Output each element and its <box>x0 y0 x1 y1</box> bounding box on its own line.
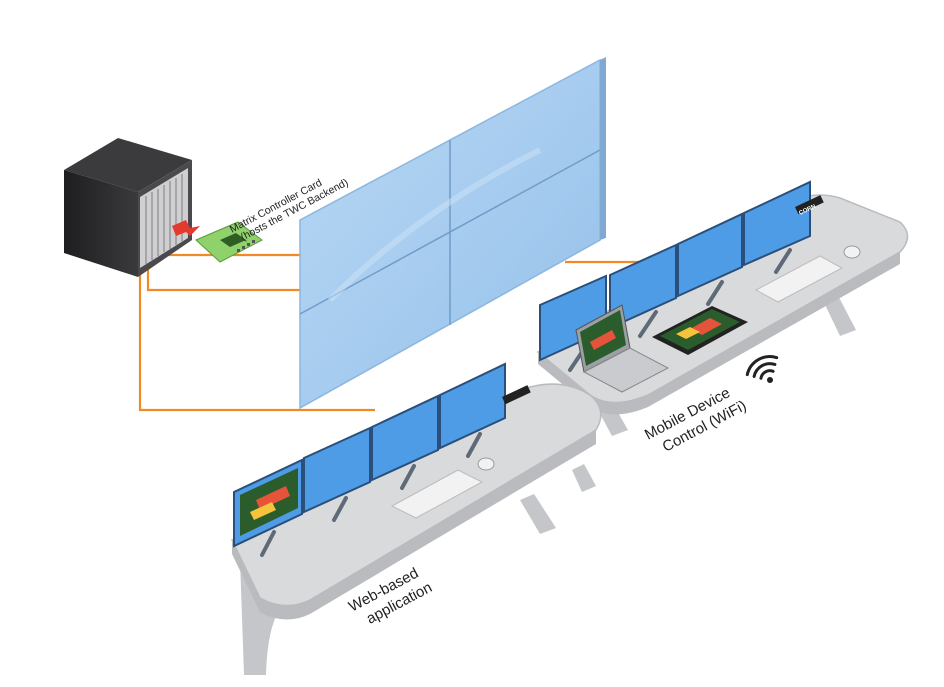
mouse-icon <box>843 245 861 259</box>
matrix-chassis <box>64 138 200 277</box>
wifi-icon <box>745 355 779 383</box>
video-wall <box>299 57 606 410</box>
keyboard-icon <box>390 469 484 519</box>
mouse-icon <box>477 457 495 471</box>
laptop <box>575 304 670 393</box>
web-app-monitor <box>233 458 303 548</box>
insert-arrow-icon <box>172 220 200 236</box>
cable-to-wall-mid <box>146 260 300 292</box>
cable-to-web-desk <box>138 262 375 412</box>
keyboard-icon <box>754 255 844 303</box>
web-desk <box>231 362 602 675</box>
controller-card <box>195 221 263 263</box>
mobile-desk: CORN <box>536 180 909 436</box>
tablet <box>652 306 748 355</box>
